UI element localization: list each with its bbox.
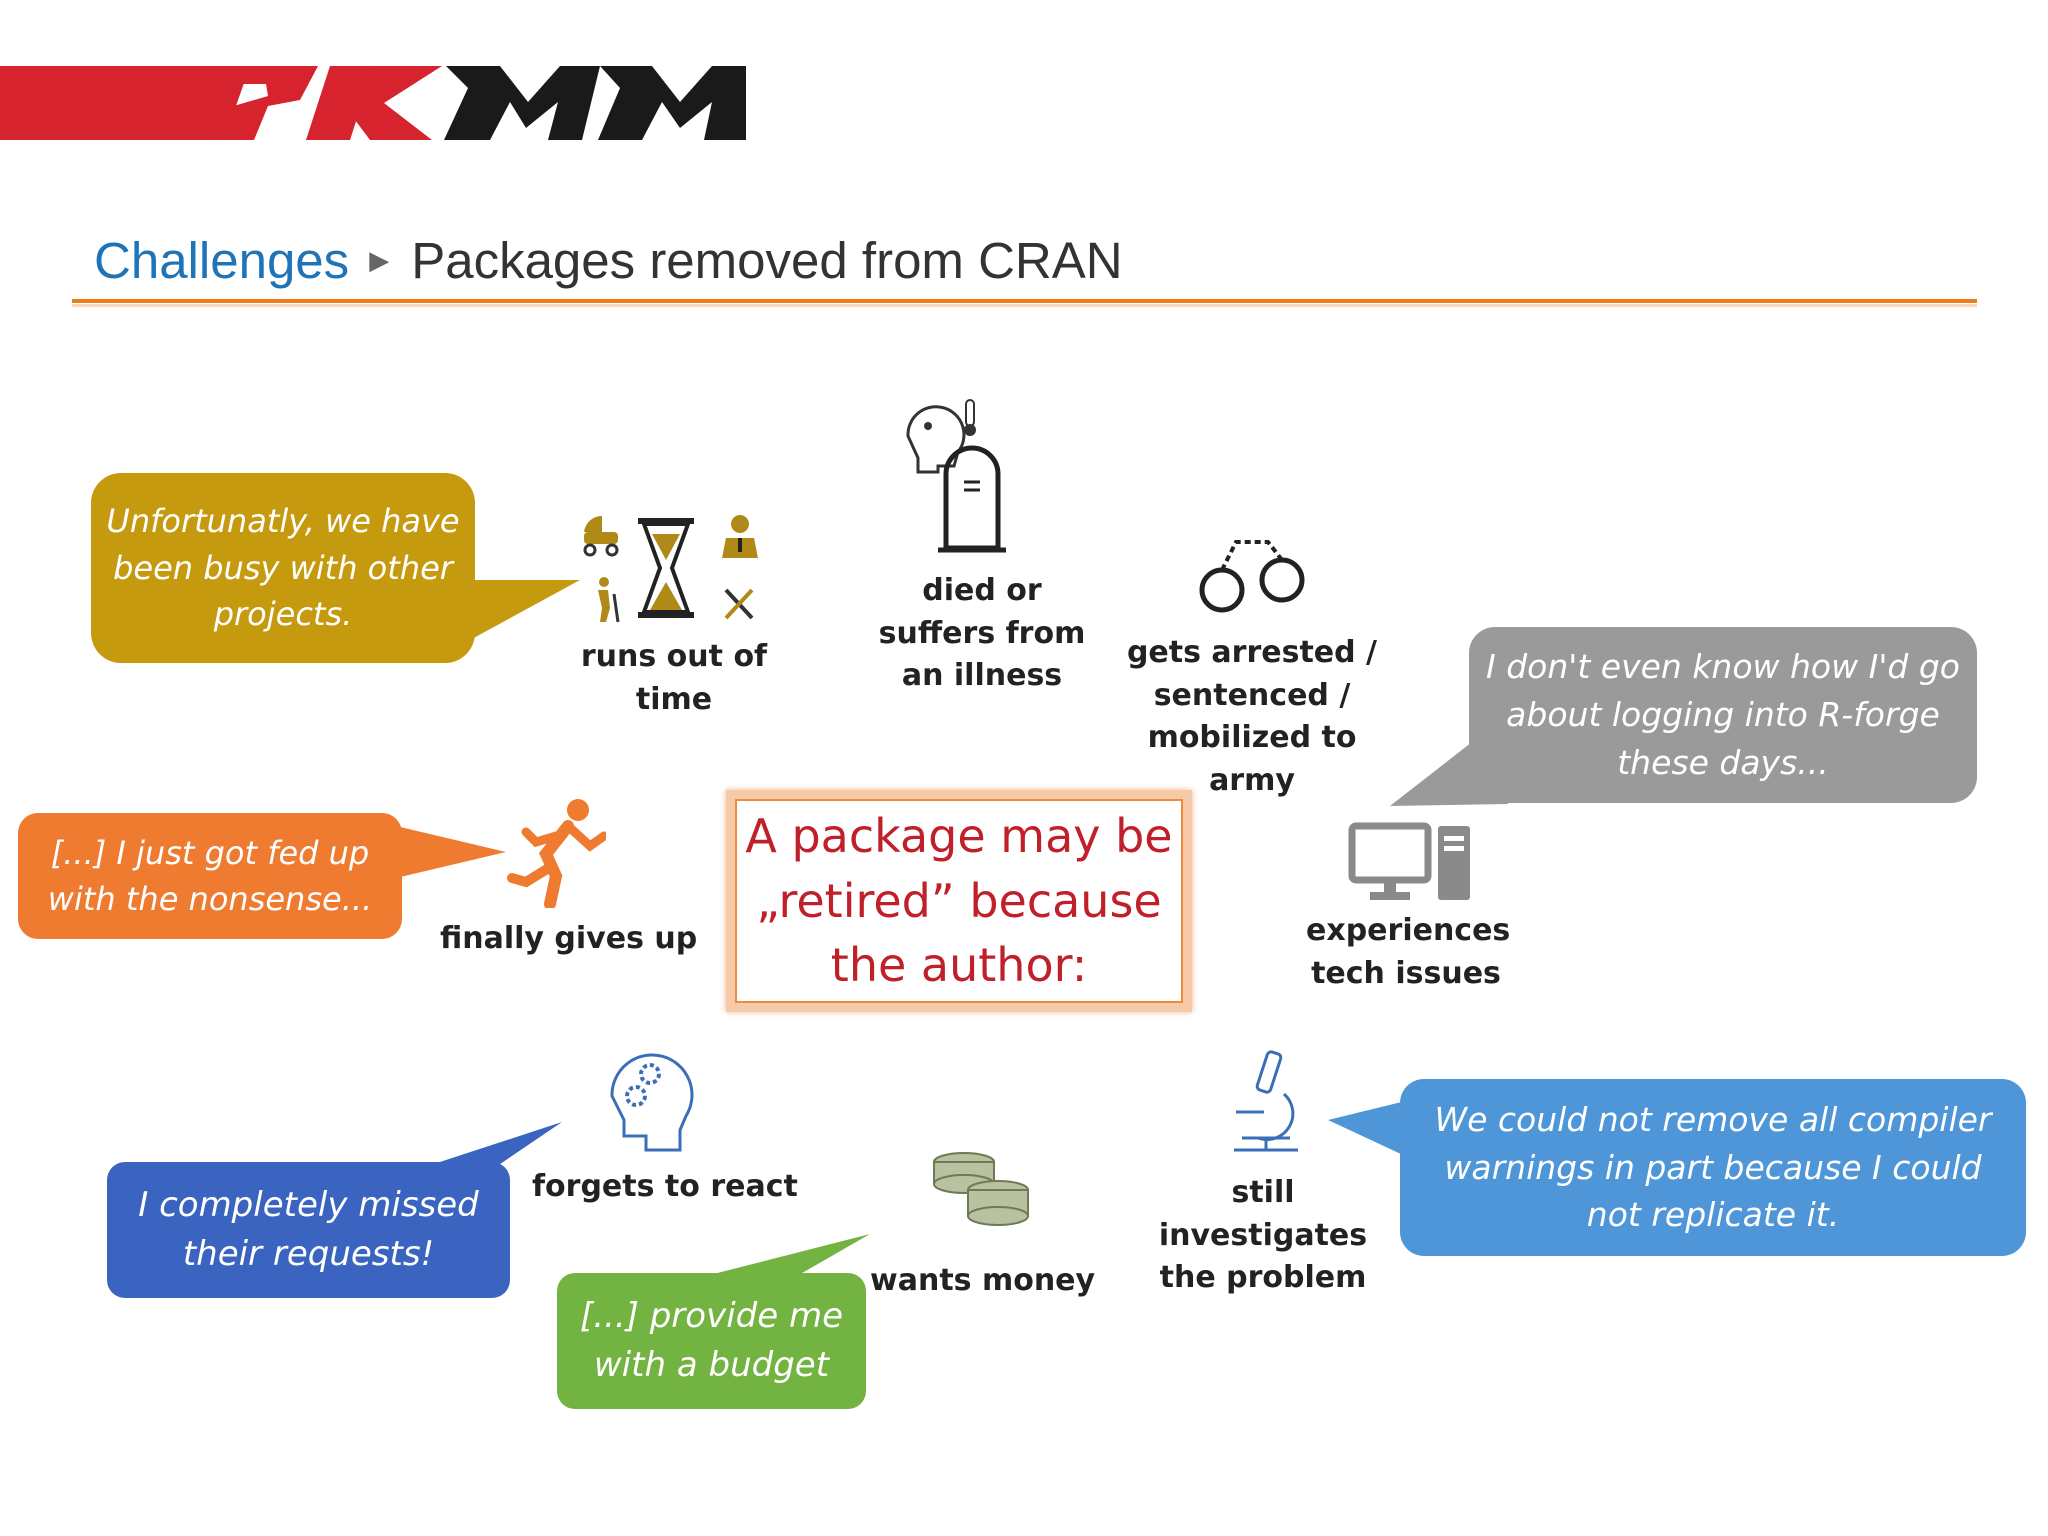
handcuffs-icon	[1199, 540, 1305, 613]
reason-money-label: wants money	[870, 1260, 1095, 1303]
center-statement-text: A package may be „retired” because the a…	[735, 799, 1183, 1003]
quote-fed-up-text: [...] I just got fed up with the nonsens…	[47, 833, 373, 918]
bubble-fed-up-tail	[396, 826, 506, 878]
bubble-busy-tail	[470, 580, 580, 640]
brand-logo	[0, 66, 746, 140]
running-person-icon	[507, 799, 606, 908]
desktop-computer-icon	[1348, 822, 1470, 900]
illness-icon-cluster	[906, 399, 1006, 553]
quote-budget-text: [...] provide me with a budget	[579, 1295, 844, 1385]
reason-money-text: wants money	[870, 1263, 1096, 1298]
microscope-icon	[1234, 1050, 1298, 1152]
reason-tech-label: experiences tech issues	[1306, 910, 1510, 995]
tools-icon	[724, 588, 754, 620]
quote-bubble-missed: I completely missed their requests!	[107, 1162, 510, 1298]
reason-gives-up-text: finally gives up	[440, 921, 698, 956]
business-person-icon	[722, 515, 758, 558]
elderly-person-icon	[598, 577, 620, 623]
reason-illness-label: died or suffers from an illness	[862, 570, 1102, 698]
coins-icon	[933, 1152, 1029, 1226]
reason-forgets-label: forgets to react	[532, 1166, 798, 1209]
reason-investigates-text: still investigates the problem	[1158, 1175, 1368, 1296]
breadcrumb: Challenges ▶ Packages removed from CRAN	[94, 228, 1123, 292]
header-divider-shadow	[72, 304, 1977, 307]
reason-forgets-text: forgets to react	[532, 1169, 798, 1204]
breadcrumb-parent-link[interactable]: Challenges	[94, 231, 350, 289]
quote-bubble-budget: [...] provide me with a budget	[557, 1273, 866, 1409]
reason-arrested-label: gets arrested / sentenced / mobilized to…	[1112, 632, 1392, 802]
quote-bubble-compiler: We could not remove all compiler warning…	[1400, 1079, 2026, 1256]
quote-missed-text: I completely missed their requests!	[138, 1184, 479, 1274]
gravestone-icon	[938, 445, 1006, 553]
quote-bubble-busy: Unfortunatly, we have been busy with oth…	[91, 473, 475, 663]
hourglass-icon	[638, 518, 694, 618]
reason-tech-text: experiences tech issues	[1306, 913, 1511, 991]
quote-bubble-fed-up: [...] I just got fed up with the nonsens…	[18, 813, 402, 939]
bubble-budget-tail	[690, 1234, 870, 1280]
center-statement-box: A package may be „retired” because the a…	[726, 790, 1192, 1012]
head-gears-icon	[610, 1053, 694, 1152]
page-title: Packages removed from CRAN	[411, 231, 1123, 289]
quote-compiler-text: We could not remove all compiler warning…	[1434, 1099, 1992, 1235]
reason-investigates-label: still investigates the problem	[1138, 1172, 1388, 1300]
header-divider	[72, 299, 1977, 303]
quote-rforge-text: I don't even know how I'd go about loggi…	[1486, 647, 1960, 782]
reason-gives-up-label: finally gives up	[440, 918, 697, 961]
bubble-compiler-tail	[1328, 1098, 1418, 1162]
thermometer-icon	[964, 399, 976, 436]
sick-head-icon	[906, 405, 966, 474]
reason-arrested-text: gets arrested / sentenced / mobilized to…	[1126, 635, 1378, 798]
time-icon-cluster	[583, 515, 758, 623]
reason-illness-text: died or suffers from an illness	[878, 573, 1086, 694]
breadcrumb-separator-icon: ▶	[369, 244, 390, 275]
reason-time-text: runs out of time	[580, 639, 768, 717]
quote-bubble-rforge: I don't even know how I'd go about loggi…	[1469, 627, 1977, 803]
reason-time-label: runs out of time	[574, 636, 774, 721]
baby-carriage-icon	[583, 515, 619, 557]
quote-busy-text: Unfortunatly, we have been busy with oth…	[106, 502, 460, 634]
